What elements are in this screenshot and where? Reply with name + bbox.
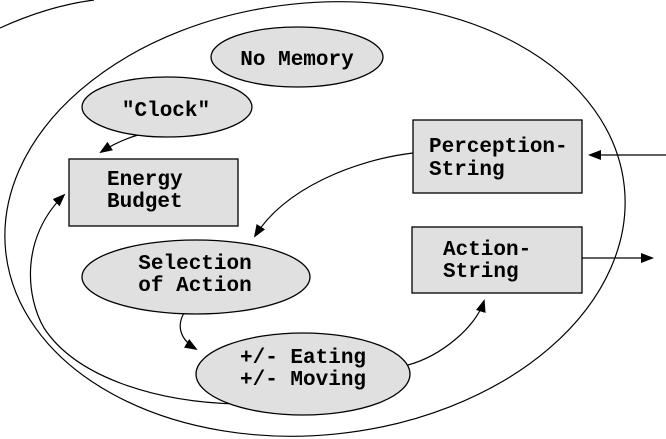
perception-string-label-line2: String (429, 159, 505, 182)
clock-ellipse (81, 76, 253, 138)
node-eating-moving: +/- Eating +/- Moving (195, 332, 411, 416)
clock-label: "Clock" (122, 100, 210, 123)
edge-clock-to-energy-budget (99, 134, 139, 154)
selection-of-action-label-line1: Selection (138, 253, 251, 276)
edge-eating-moving-to-energy-budget (29, 193, 238, 405)
outer-boundary-ellipse (4, 1, 626, 437)
boundary-corner-arc (0, 0, 95, 29)
edge-eating-moving-to-action-string (407, 299, 486, 366)
action-string-rect (411, 226, 583, 294)
node-perception-string: Perception- String (412, 119, 583, 194)
action-string-label-line2: String (443, 261, 519, 284)
node-no-memory: No Memory (210, 26, 384, 88)
energy-budget-label-line2: Budget (107, 191, 183, 214)
node-action-string: Action- String (411, 226, 583, 294)
node-energy-budget: Energy Budget (68, 158, 239, 227)
edge-perception-string-to-selection-of-action (253, 152, 414, 238)
perception-string-rect (412, 119, 583, 194)
no-memory-ellipse (210, 26, 384, 88)
node-selection-of-action: Selection of Action (81, 239, 311, 315)
edge-selection-of-action-to-eating-moving (179, 312, 198, 351)
energy-budget-label-line1: Energy (107, 169, 183, 192)
node-clock: "Clock" (81, 76, 253, 138)
energy-budget-rect (68, 158, 239, 227)
eating-moving-label-line1: +/- Eating (240, 347, 366, 370)
eating-moving-ellipse (195, 332, 411, 416)
selection-of-action-ellipse (81, 239, 311, 315)
no-memory-label: No Memory (240, 49, 354, 72)
perception-string-label-line1: Perception- (429, 136, 568, 159)
selection-of-action-label-line2: of Action (138, 275, 251, 298)
action-string-label-line1: Action- (443, 239, 531, 262)
eating-moving-label-line2: +/- Moving (240, 369, 366, 392)
